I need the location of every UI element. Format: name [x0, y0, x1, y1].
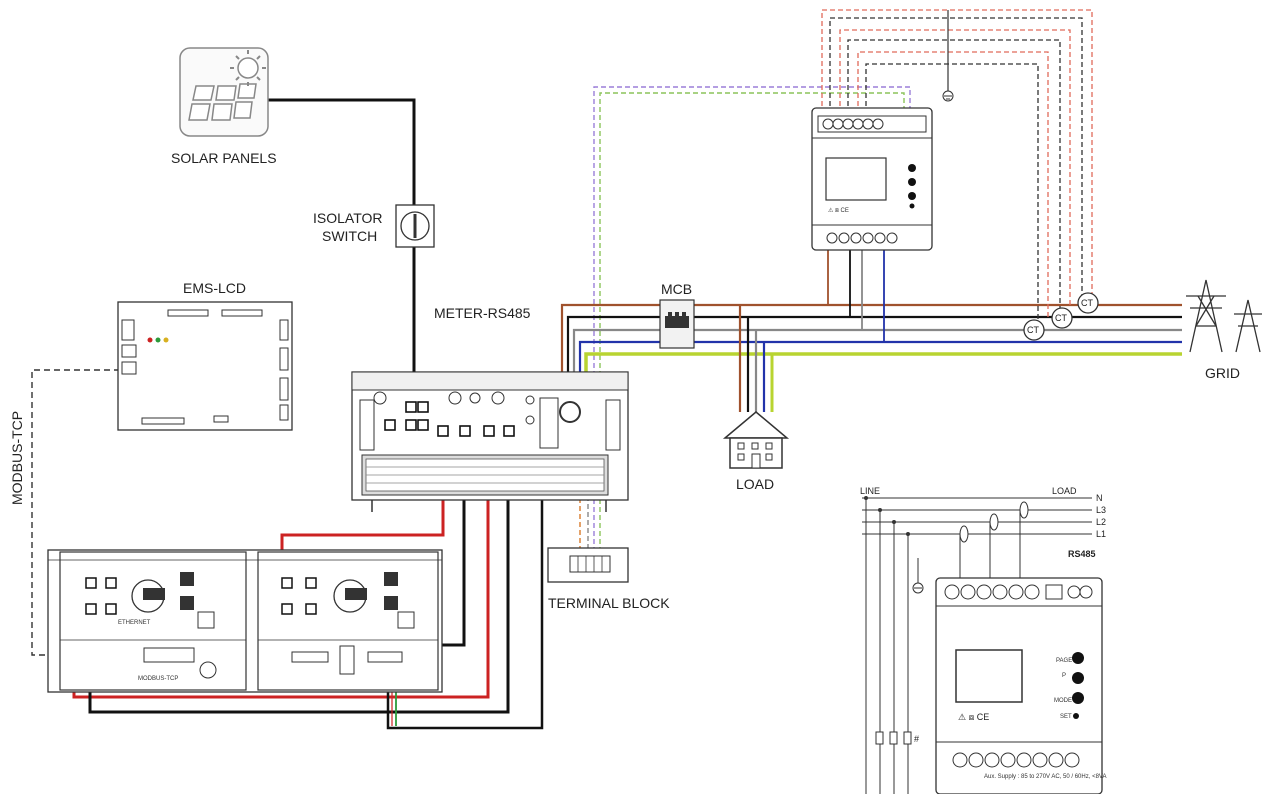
solar-panel-icon: [179, 47, 269, 137]
svg-text:CT: CT: [1081, 298, 1093, 308]
battery-rack: ETHERNET MODBUS-TCP: [47, 549, 443, 693]
ems-lcd-label: EMS-LCD: [183, 280, 246, 296]
inset-rs485-label: RS485: [1068, 549, 1096, 559]
inset-hash-mark: #: [914, 734, 919, 744]
ct-loop-black-1: [829, 17, 1083, 296]
grid-label: GRID: [1205, 365, 1240, 381]
hybrid-inverter: [351, 371, 629, 512]
inset-p-button: P: [1062, 673, 1066, 679]
terminal-block: [547, 547, 629, 583]
energy-meter-top: ⚠ ⧈ CE: [811, 107, 933, 251]
house-icon: [722, 411, 790, 469]
terminal-block-label: TERMINAL BLOCK: [548, 595, 670, 611]
ct-sensor-3: CT: [1023, 319, 1045, 341]
solar-panels-label: SOLAR PANELS: [171, 150, 277, 166]
inset-page-button: PAGE: [1056, 658, 1072, 664]
inset-set-button: SET: [1060, 714, 1072, 720]
mcb-label: MCB: [661, 281, 692, 297]
inset-marks: ⚠ ⧈ CE: [958, 712, 989, 722]
ac-line-blue: [578, 340, 1182, 400]
svg-text:CT: CT: [1027, 325, 1039, 335]
ct-loop-red-2: [839, 29, 1071, 308]
meter-rs485-label: METER-RS485: [434, 305, 531, 321]
modbus-tcp-small-label: MODBUS-TCP: [138, 676, 178, 682]
modbus-tcp-vertical-label: MODBUS-TCP: [9, 411, 25, 505]
ct-loop-black-2: [847, 39, 1061, 308]
earth-symbol-icon: [942, 90, 954, 102]
inset-phase-l2: L2: [1096, 517, 1106, 527]
isolator-label-line2: SWITCH: [322, 228, 377, 244]
inset-phase-n: N: [1096, 493, 1103, 503]
inset-load-label: LOAD: [1052, 486, 1077, 496]
meter-dashed-purple: [593, 86, 911, 560]
inset-line-label: LINE: [860, 486, 880, 496]
meter-wiring-inset: LINE LOAD N L3 L2 L1: [860, 486, 1106, 794]
inset-earth-icon: [912, 582, 924, 594]
ac-line-brown: [560, 303, 1182, 400]
isolator-switch: [395, 204, 435, 248]
isolator-label-line1: ISOLATOR: [313, 210, 383, 226]
ct-loop-red-1: [821, 9, 1093, 296]
inset-mode-button: MODE: [1054, 698, 1072, 704]
sun-icon: [230, 50, 266, 86]
ethernet-label: ETHERNET: [118, 620, 151, 626]
meter-top-marks: ⚠ ⧈ CE: [828, 207, 849, 214]
inset-phase-l1: L1: [1096, 529, 1106, 539]
load-label: LOAD: [736, 476, 774, 492]
mcb-breaker: [659, 299, 695, 349]
ems-lcd-board: [117, 301, 293, 431]
inset-phase-l3: L3: [1096, 505, 1106, 515]
battery-comm-black: [386, 430, 544, 730]
grid-pylon-icon: [1186, 279, 1262, 353]
inset-supply-text: Aux. Supply : 85 to 270V AC, 50 / 60Hz, …: [984, 774, 1106, 780]
svg-text:CT: CT: [1055, 313, 1067, 323]
ct-sensor-2: CT: [1051, 307, 1073, 329]
ct-loop-red-3: [857, 51, 1049, 320]
ct-loop-black-3: [865, 63, 1039, 320]
ac-line-earth: [584, 352, 1182, 400]
ct-sensor-1: CT: [1077, 292, 1099, 314]
solar-dc-wire: [268, 98, 416, 205]
